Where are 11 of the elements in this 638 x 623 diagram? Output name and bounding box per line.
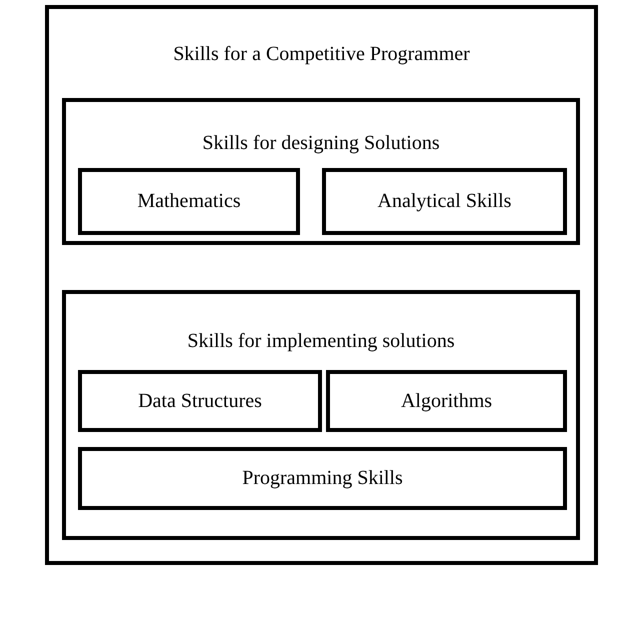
group-box: [45, 5, 598, 565]
group-title: Skills for implementing solutions: [187, 330, 455, 353]
group-title: Skills for designing Solutions: [202, 132, 440, 155]
group-title: Skills for a Competitive Programmer: [173, 43, 470, 66]
skill-box: Programming Skills: [78, 447, 567, 510]
skill-box: Mathematics: [78, 168, 300, 235]
skill-box: Data Structures: [78, 370, 322, 432]
skill-box: Analytical Skills: [322, 168, 567, 235]
skill-box: Algorithms: [326, 370, 567, 432]
group-box: [62, 98, 580, 245]
group-box: [62, 290, 580, 540]
